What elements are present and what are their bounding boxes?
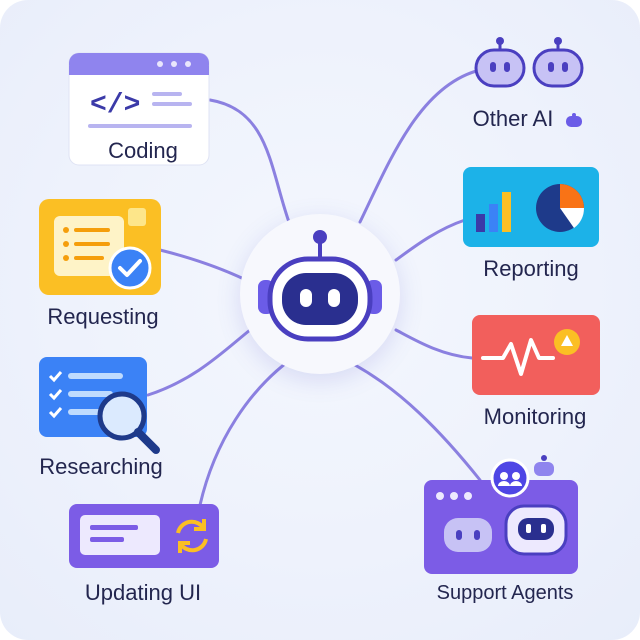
list-magnifier-icon (39, 357, 160, 454)
mini-robot-icon (566, 113, 582, 127)
heartbeat-alert-icon (472, 315, 600, 395)
reporting-label: Reporting (483, 256, 579, 281)
connector-coding (208, 98, 292, 227)
connector-support (353, 363, 482, 482)
connector-updating (198, 358, 292, 507)
connector-reporting (394, 218, 467, 262)
updating-ui-label: Updating UI (84, 580, 202, 605)
requesting-label: Requesting (47, 304, 159, 329)
bar-pie-chart-icon (463, 167, 599, 247)
connector-other-ai (358, 68, 482, 224)
monitoring-label: Monitoring (483, 404, 587, 429)
robot-icon (258, 230, 382, 342)
refresh-ui-icon (69, 504, 219, 568)
researching-label: Researching (39, 454, 163, 479)
svg-text:</>: </> (90, 90, 140, 121)
coding-label: Coding (108, 138, 178, 163)
support-agents-label: Support Agents (436, 582, 574, 604)
other-ai-label: Other AI (472, 106, 554, 131)
connector-requesting (158, 248, 248, 282)
support-robots-icon (424, 455, 578, 574)
code-window-icon: </> (68, 52, 210, 166)
checklist-check-icon (39, 199, 161, 295)
connector-monitoring (394, 328, 474, 360)
connector-researching (146, 328, 252, 397)
robot-pair-icon (474, 37, 584, 88)
